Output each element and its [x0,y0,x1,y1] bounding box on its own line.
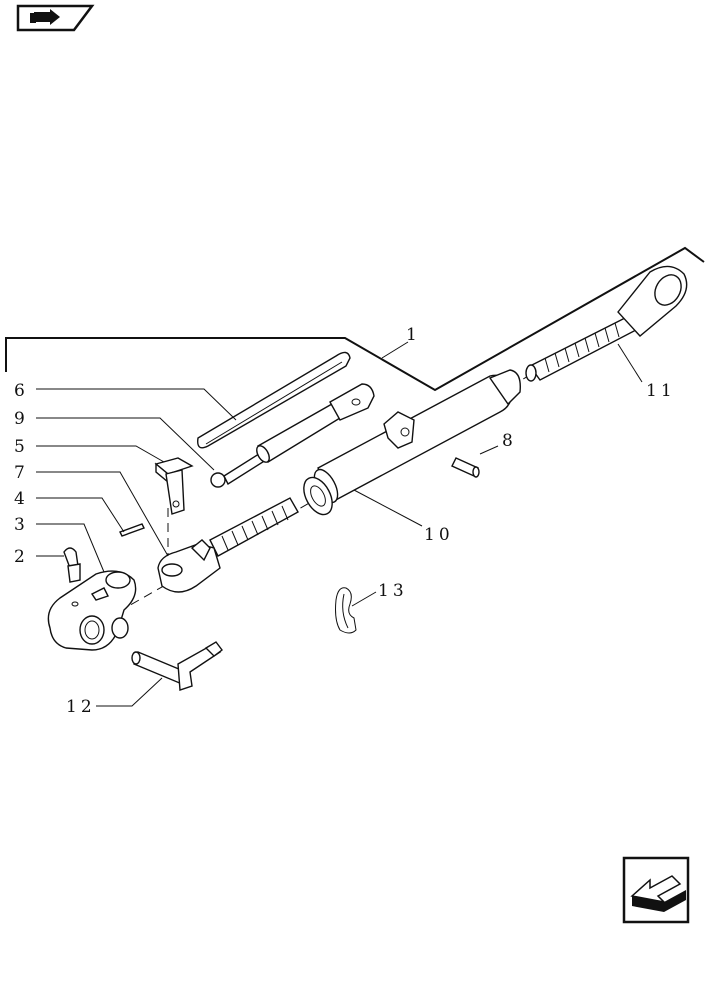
callout-11: 11 [646,381,676,401]
part-4-small-pin [119,523,145,537]
callout-2: 2 [14,547,29,567]
callout-12: 12 [66,697,96,717]
callout-6: 6 [14,381,29,401]
book-arrow-icon[interactable] [16,4,95,32]
part-12-handle-pin [131,641,223,691]
callout-7: 7 [14,463,29,483]
part-7-threaded-eye [157,497,299,593]
callout-labels: 1 6 9 5 7 4 3 2 8 10 11 12 13 [14,325,676,717]
callout-8: 8 [502,431,517,451]
part-10-barrel [303,369,521,516]
callout-4: 4 [14,489,29,509]
callout-3: 3 [14,515,29,535]
callout-9: 9 [14,409,29,429]
part-9-ball-rod [210,383,375,488]
part-2-grease-nipple [63,547,81,583]
callout-1: 1 [406,325,421,345]
part-11-threaded-eye-end [525,265,688,382]
part-5-flat-pin [154,457,194,515]
part-13-r-clip [335,587,357,634]
part-8-pin [451,457,480,478]
part-6-handle [197,351,351,449]
leader-lines [36,341,643,707]
callout-13: 13 [378,581,408,601]
back-arrow-icon[interactable] [622,856,690,924]
callout-10: 10 [424,525,454,545]
part-3-clevis [47,570,137,651]
callout-5: 5 [14,437,29,457]
assembly-bracket [5,246,705,392]
